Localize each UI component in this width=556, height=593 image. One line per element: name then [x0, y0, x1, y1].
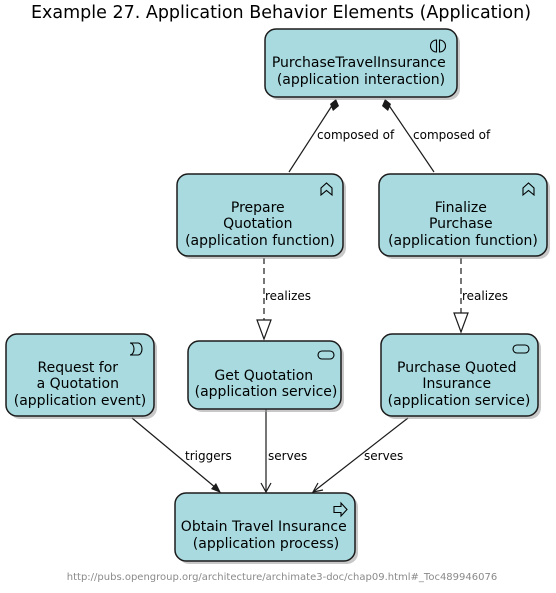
composition-diamond [330, 99, 339, 111]
edge-triggers: triggers [131, 417, 232, 493]
node-label-line: (application function) [388, 233, 538, 249]
application-event-icon [129, 342, 143, 356]
serving-arrowhead [311, 482, 324, 493]
node-label-line: (application process) [193, 536, 339, 552]
node-label-line: Purchase [429, 216, 493, 232]
node-label-line: a Quotation [37, 376, 119, 392]
edge-label-composed-right: composed of [413, 128, 491, 142]
source-url: http://pubs.opengroup.org/architecture/a… [67, 572, 497, 583]
node-label: Prepare Quotation (application function) [185, 200, 335, 249]
edge-label-serves-right: serves [364, 449, 403, 463]
node-label: Request for a Quotation (application eve… [14, 360, 146, 409]
node-label-line: Quotation [223, 216, 292, 232]
node-label-line: Prepare [231, 200, 285, 216]
node-prepare-quotation[interactable]: Prepare Quotation (application function) [176, 173, 346, 259]
application-function-icon [522, 182, 535, 197]
application-service-icon [512, 344, 530, 354]
node-label-line: (application event) [14, 393, 146, 409]
edge-realizes-right: realizes [453, 258, 508, 334]
application-service-icon [317, 350, 335, 360]
edge-serves-center: serves [260, 409, 307, 494]
application-process-icon [333, 501, 348, 518]
node-label-line: (application service) [388, 393, 531, 409]
trigger-arrowhead [211, 483, 221, 493]
node-label: Finalize Purchase (application function) [388, 200, 538, 249]
node-label-line: (application interaction) [277, 72, 445, 88]
node-label: Purchase Quoted Insurance (application s… [388, 360, 531, 409]
node-purchase-travel-insurance[interactable]: PurchaseTravelInsurance (application int… [264, 28, 460, 100]
node-label-line: (application function) [185, 233, 335, 249]
node-obtain-travel-insurance[interactable]: Obtain Travel Insurance (application pro… [174, 492, 358, 564]
serving-arrowhead [260, 482, 272, 494]
node-get-quotation[interactable]: Get Quotation (application service) [187, 340, 344, 412]
node-label-line: Request for [37, 360, 118, 376]
edge-serves-right: serves [311, 417, 409, 493]
application-function-icon [320, 182, 333, 197]
edge-composed-right: composed of [382, 99, 491, 173]
node-label: Get Quotation (application service) [195, 368, 338, 400]
node-label-line: Get Quotation [214, 368, 313, 384]
realization-arrowhead [256, 319, 272, 341]
edge-label-realizes-right: realizes [462, 289, 508, 303]
node-label-line: Obtain Travel Insurance [181, 519, 347, 535]
realization-arrowhead [453, 312, 469, 334]
edge-label-composed-left: composed of [317, 128, 395, 142]
edge-label-realizes-left: realizes [265, 289, 311, 303]
application-interaction-icon [429, 39, 447, 53]
node-label-line: Finalize [435, 200, 487, 216]
node-finalize-purchase[interactable]: Finalize Purchase (application function) [378, 173, 550, 259]
diagram-title: Example 27. Application Behavior Element… [31, 3, 531, 23]
edge-composed-left: composed of [288, 99, 395, 173]
composition-diamond [382, 99, 391, 111]
edge-realizes-left: realizes [256, 258, 311, 341]
node-label: PurchaseTravelInsurance (application int… [272, 55, 450, 88]
edge-label-serves-center: serves [268, 449, 307, 463]
edge-label-triggers: triggers [185, 449, 232, 463]
node-label-line: PurchaseTravelInsurance [272, 55, 446, 71]
node-request-for-quotation[interactable]: Request for a Quotation (application eve… [5, 333, 157, 419]
node-label-line: (application service) [195, 384, 338, 400]
node-label-line: Insurance [422, 376, 491, 392]
node-label-line: Purchase Quoted [397, 360, 516, 376]
node-purchase-quoted-insurance[interactable]: Purchase Quoted Insurance (application s… [380, 333, 541, 419]
node-label: Obtain Travel Insurance (application pro… [181, 519, 351, 552]
